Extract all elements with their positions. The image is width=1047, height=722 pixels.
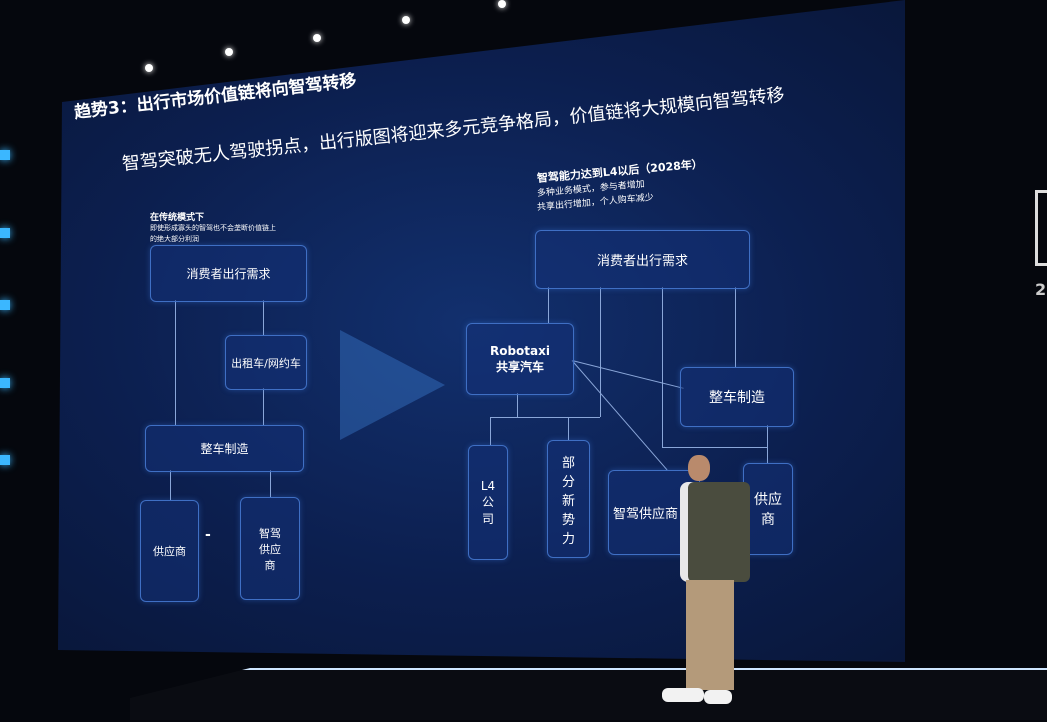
connector [568,417,569,440]
connector [735,287,736,367]
connector [270,470,271,497]
edge-text: 2 [1035,280,1047,299]
presenter-vest [688,482,750,582]
connector [662,287,663,447]
stage-light [313,34,321,42]
side-light [0,455,10,465]
left-note: 的绝大部分利润 [150,235,199,243]
connector [263,388,264,425]
box-taxi: 出租车/网约车 [225,335,307,390]
side-light [0,300,10,310]
stage-light [225,48,233,56]
connector [662,447,767,448]
connector [767,425,768,463]
presenter-trousers [686,580,734,690]
connector [548,287,549,323]
stage-floor [130,668,1047,720]
presenter-shoe [662,688,704,702]
connector [600,287,601,417]
presenter [660,450,755,710]
presenter-head [688,455,710,481]
box-new-forces: 部分新势力 [547,440,590,558]
box-robotaxi: Robotaxi 共享汽车 [466,323,574,395]
stage-light [402,16,410,24]
box-supplier: 供应商 [140,500,199,602]
left-heading: 在传统模式下 [150,213,205,223]
connector [263,300,264,335]
connector [517,393,518,417]
presenter-shoe [704,690,732,704]
box-consumer-demand: 消费者出行需求 [150,245,307,302]
box-consumer-demand: 消费者出行需求 [535,230,750,289]
box-oem: 整车制造 [145,425,304,472]
connector [490,417,600,418]
shared-car-label: 共享汽车 [495,359,544,374]
side-light [0,228,10,238]
dash: - [205,527,211,543]
edge-logo [1035,190,1047,266]
connector [170,470,171,500]
box-ad-supplier: 智驾供应商 [240,497,300,600]
stage-light [145,64,153,72]
connector [490,417,491,445]
box-oem: 整车制造 [680,367,794,427]
side-light [0,150,10,160]
stage-light [498,0,506,8]
left-note: 即使形成寡头的智驾也不会垄断价值链上 [150,224,276,232]
box-supplier: 供应商 [743,463,793,555]
box-l4-company: L4公司 [468,445,508,560]
robotaxi-label: Robotaxi [489,343,550,358]
connector [175,300,176,425]
arrow-right-icon [340,330,445,440]
side-light [0,378,10,388]
